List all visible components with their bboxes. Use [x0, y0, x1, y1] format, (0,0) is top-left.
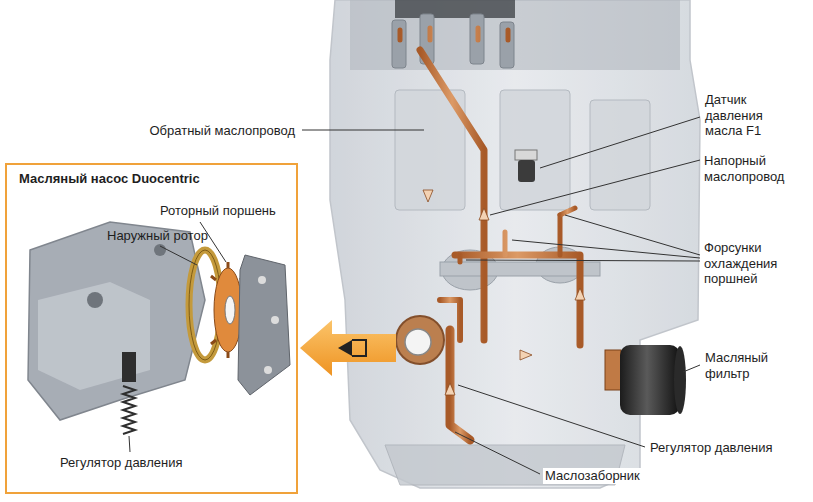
part-label: Масляный фильтр: [703, 350, 803, 381]
part-label: Регулятор давления: [648, 440, 775, 456]
part-label: Напорный маслопровод: [702, 153, 810, 184]
part-label: Датчик давления масла F1: [703, 92, 791, 139]
part-label: Наружный ротор: [105, 228, 210, 244]
panel-heading: Масляный насос Duocentric: [7, 165, 296, 187]
part-label: Роторный поршень: [158, 203, 278, 219]
part-label: Регулятор давления: [58, 455, 185, 471]
part-label: Маслозаборник: [543, 468, 642, 484]
part-label: Обратный маслопровод: [147, 123, 297, 139]
part-label: Форсунки охлаждения поршней: [702, 240, 810, 287]
